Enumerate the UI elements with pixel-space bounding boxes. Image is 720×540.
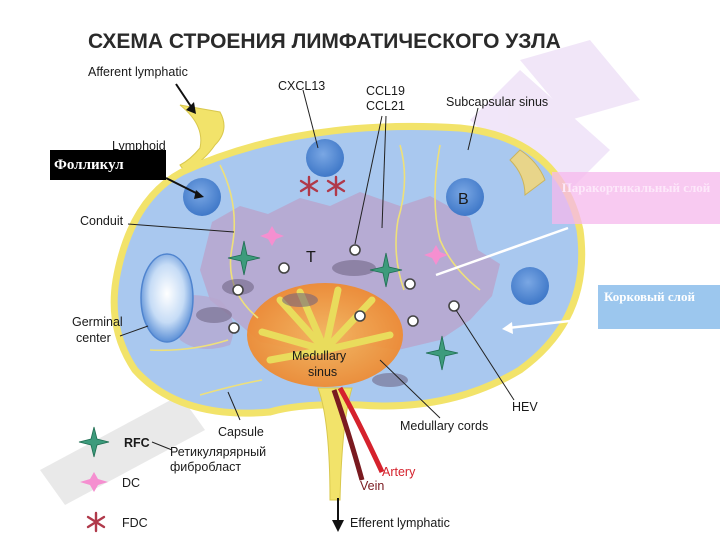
cxcl13-label: CXCL13 bbox=[278, 79, 325, 93]
follicle-callout: Фолликул bbox=[50, 150, 166, 180]
follicle-circle bbox=[446, 178, 484, 216]
medullary-cords-label: Medullary cords bbox=[400, 419, 488, 433]
artery-vessel bbox=[337, 386, 385, 474]
legend-rfc-icon bbox=[78, 426, 110, 458]
dc-cells bbox=[260, 226, 448, 265]
leader-lines bbox=[119, 89, 515, 421]
follicle-pointer-head bbox=[194, 190, 204, 199]
cortex-pointer-head bbox=[502, 322, 513, 334]
ccl19-label: CCL19 bbox=[366, 84, 405, 98]
paracortex-pointer bbox=[435, 226, 569, 277]
rfc-cells bbox=[227, 240, 459, 371]
medullary-sinus-label-line2: sinus bbox=[308, 365, 337, 379]
paracortex-callout: Паракортикальный слой bbox=[552, 172, 720, 224]
legend-fdc-icon bbox=[86, 511, 106, 533]
vein-label: Vein bbox=[360, 479, 384, 493]
efferent-arrowhead bbox=[332, 520, 344, 532]
afferent-label: Afferent lymphatic bbox=[88, 65, 188, 79]
afferent-arrowhead bbox=[186, 102, 196, 114]
t-cell-label: T bbox=[306, 249, 316, 266]
hev-dots bbox=[228, 244, 460, 334]
legend-rfc-leader bbox=[151, 441, 173, 451]
legend-rfc-label: RFC bbox=[124, 436, 150, 450]
capsule-label: Capsule bbox=[218, 425, 264, 439]
lymphoid-label: Lymphoid bbox=[112, 139, 166, 153]
cortex-callout: Корковый слой bbox=[598, 285, 720, 329]
afferent-arrow bbox=[175, 83, 193, 109]
legend-rfc-desc-line1: Ретикулярярный bbox=[170, 445, 266, 459]
medullary-sinus-label-line1: Medullary bbox=[292, 349, 347, 363]
legend-rfc-desc-line2: фибробласт bbox=[170, 460, 241, 474]
b-cell-label: B bbox=[458, 191, 469, 208]
page-title: СХЕМА СТРОЕНИЯ ЛИМФАТИЧЕСКОГО УЗЛА bbox=[88, 30, 561, 53]
stromal-blobs bbox=[196, 260, 408, 387]
legend-dc-icon bbox=[80, 472, 108, 492]
germinal-label-line1: Germinal bbox=[72, 315, 123, 329]
legend-fdc-label: FDC bbox=[122, 516, 148, 530]
conduit-label: Conduit bbox=[80, 214, 124, 228]
follicle-circle bbox=[306, 139, 344, 177]
follicle-pointer bbox=[165, 177, 201, 196]
follicle-circle bbox=[511, 267, 549, 305]
subcapsular-label: Subcapsular sinus bbox=[446, 95, 548, 109]
vein-vessel bbox=[331, 389, 365, 481]
germinal-center bbox=[140, 253, 194, 343]
subcapsular-vessel bbox=[509, 149, 546, 196]
germinal-label-line2: center bbox=[76, 331, 111, 345]
cortex-pointer bbox=[507, 316, 597, 330]
hev-label: HEV bbox=[512, 400, 538, 414]
fdc-cells bbox=[299, 175, 346, 197]
artery-label: Artery bbox=[382, 465, 416, 479]
watermark bbox=[40, 40, 640, 505]
ccl21-label: CCL21 bbox=[366, 99, 405, 113]
legend-dc-label: DC bbox=[122, 476, 140, 490]
efferent-label: Efferent lymphatic bbox=[350, 516, 450, 530]
legend: RFC Ретикулярярный фибробласт DC FDC bbox=[78, 426, 266, 533]
